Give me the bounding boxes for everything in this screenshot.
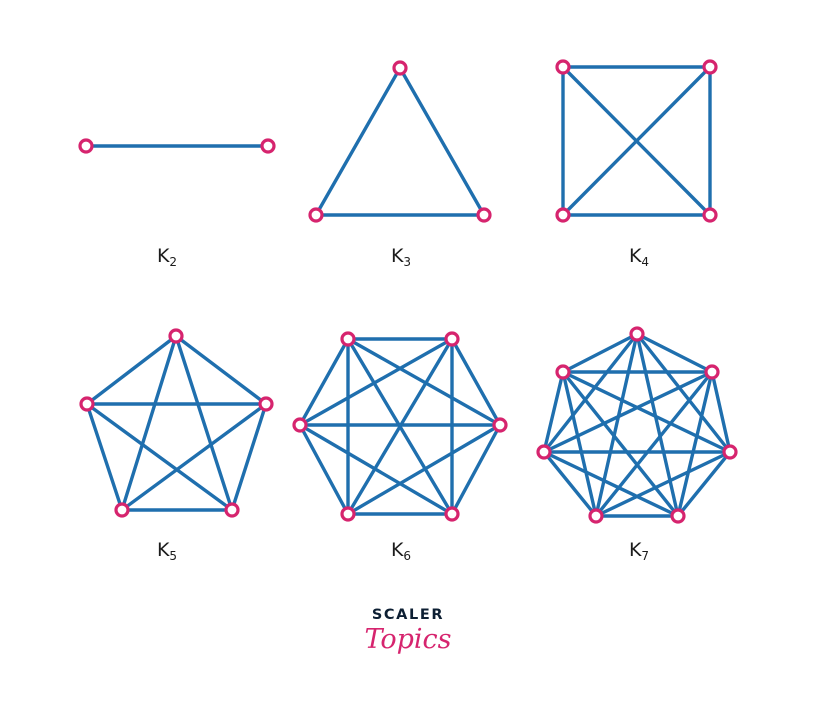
graph-edge [174,334,234,512]
graph-vertex [114,502,130,518]
label-letter: K [157,539,170,561]
graph-k6 [292,331,508,522]
label-k7: K7 [629,539,649,563]
graph-edge [542,450,598,518]
graph-edge [174,334,268,406]
graph-edge [676,370,714,518]
graph-edge [314,66,402,217]
graph-vertex [340,506,356,522]
graph-k5 [79,328,274,518]
graph-edge [298,337,350,427]
label-k3: K3 [391,245,411,269]
label-subscript: 5 [169,549,177,563]
graph-edge [298,337,454,427]
label-letter: K [391,245,404,267]
label-subscript: 6 [403,549,411,563]
graph-vertex [79,396,95,412]
graph-edge [635,332,714,374]
graph-edge [561,370,732,454]
graph-vertex [629,326,645,342]
graph-vertex [308,207,324,223]
label-subscript: 2 [169,255,177,269]
graph-k4 [555,59,718,223]
graph-k7 [536,326,738,524]
graph-edge [542,450,680,518]
graph-vertex [168,328,184,344]
graph-edge [298,423,350,516]
graph-edge [561,370,598,518]
graph-edge [561,332,639,374]
graph-vertex [78,138,94,154]
graph-edge [561,370,680,518]
graph-vertex [444,331,460,347]
graph-edge [542,332,639,454]
graph-vertex [260,138,276,154]
graph-edge [298,423,454,516]
graph-vertex [588,508,604,524]
graph-edge [594,332,639,518]
graph-edge [542,370,565,454]
graph-vertex [555,207,571,223]
graph-edge [398,66,486,217]
graph-edge [450,423,502,516]
graph-vertex [224,502,240,518]
label-subscript: 7 [641,549,649,563]
graph-vertex [258,396,274,412]
label-letter: K [391,539,404,561]
graph-vertex [702,207,718,223]
label-k2: K2 [157,245,177,269]
graph-edge [85,334,178,406]
graph-edge [85,402,124,512]
graph-edge [542,370,714,454]
graph-vertex [340,331,356,347]
graph-edge [635,332,680,518]
label-subscript: 4 [641,255,649,269]
label-k4: K4 [629,245,649,269]
graph-edge [676,450,732,518]
graph-edge [346,337,502,427]
label-letter: K [157,245,170,267]
brand-subtitle: Topics [364,624,451,655]
graph-edge [120,334,178,512]
graph-edge [594,450,732,518]
graph-edge [120,402,268,512]
graph-edge [450,337,502,427]
graph-vertex [392,60,408,76]
graph-vertex [555,364,571,380]
graph-vertex [702,59,718,75]
graph-vertex [704,364,720,380]
graph-k3 [308,60,492,223]
graph-vertex [492,417,508,433]
label-letter: K [629,539,642,561]
graph-vertex [536,444,552,460]
brand-logo: SCALER Topics [364,607,451,655]
graph-vertex [670,508,686,524]
graph-edge [710,370,732,454]
graph-edge [561,65,712,217]
graph-k2 [78,138,276,154]
graph-edge [594,370,714,518]
graph-vertex [476,207,492,223]
graph-vertex [722,444,738,460]
brand-name: SCALER [372,607,444,623]
graph-vertex [292,417,308,433]
label-k6: K6 [391,539,411,563]
graph-edge [230,402,268,512]
label-k5: K5 [157,539,177,563]
graph-edge [346,423,502,516]
label-letter: K [629,245,642,267]
label-subscript: 3 [403,255,411,269]
graph-edge [635,332,732,454]
graph-vertex [444,506,460,522]
graph-edge [85,402,234,512]
graph-vertex [555,59,571,75]
